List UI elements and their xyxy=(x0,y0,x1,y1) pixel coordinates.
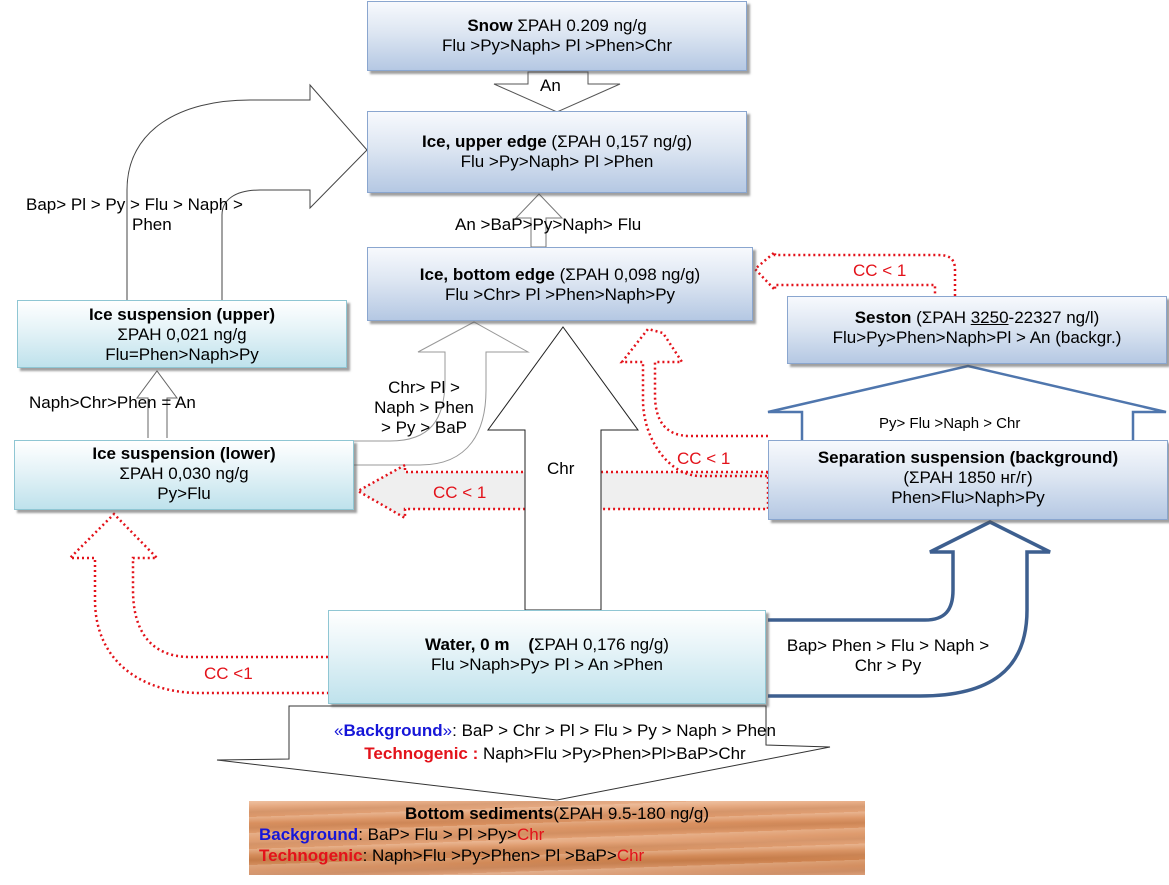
arrow-cc-separation-to-ice-bottom xyxy=(619,327,768,478)
arrow-snow-to-ice-upper xyxy=(493,71,621,113)
water-order: Flu >Naph>Py> Pl > An >Phen xyxy=(430,655,664,674)
seston-sum-suffix: -22327 ng/l) xyxy=(1008,308,1100,327)
arrow-ice-bottom-to-ice-upper xyxy=(514,193,564,248)
flow-label-water-sep-line2: Chr > Py xyxy=(854,656,922,675)
flow-label-water-to-separation: Bap> Phen > Flu > Naph > Chr > Py xyxy=(768,636,1008,676)
node-water: Water, 0 m (ΣPAH 0,176 ng/g) Flu >Naph>P… xyxy=(328,610,766,704)
sediments-bg-tail: Chr xyxy=(516,825,545,844)
arrow-ice-susp-lower-to-upper xyxy=(136,370,178,438)
node-bottom-sediments: Bottom sediments(ΣPAH 9.5-180 ng/g) Back… xyxy=(249,801,865,875)
arrow-cc-water-to-ice-susp-lower xyxy=(66,512,328,695)
arrow-water-to-separation xyxy=(768,520,1051,698)
flow-label-ice-susp-upper-line1: Bap> Pl > Py > Flu > Naph > xyxy=(26,195,243,214)
node-seston: Seston (ΣPAH 3250-22327 ng/l) Flu>Py>Phe… xyxy=(787,296,1167,364)
callout-bg-order: : BaP > Chr > Pl > Flu > Py > Naph > Phe… xyxy=(452,721,776,740)
node-ice-bottom-edge: Ice, bottom edge (ΣPAH 0,098 ng/g) Flu >… xyxy=(367,247,753,321)
seston-sum-underlined: 3250 xyxy=(970,308,1009,327)
cc-label-separation-to-ice-bottom: CC < 1 xyxy=(677,449,731,468)
sediments-sum: (ΣPAH 9.5-180 ng/g) xyxy=(553,804,709,823)
ice-susp-upper-title: Ice suspension (upper) xyxy=(88,305,276,324)
separation-title: Separation suspension (background) xyxy=(817,448,1119,467)
callout-tech-label: Technogenic : xyxy=(364,744,479,763)
ice-upper-order: Flu >Py>Naph> Pl >Phen xyxy=(460,152,654,171)
flow-label-ice-susp-lower-to-upper: Naph>Chr>Phen = An xyxy=(29,393,196,412)
flow-label-snow-to-ice-upper: An xyxy=(540,76,561,95)
node-separation-suspension: Separation suspension (background) (ΣPAH… xyxy=(768,440,1168,520)
flow-label-ice-bottom-to-ice-upper: An >BaP>Py>Naph> Flu xyxy=(455,215,642,234)
node-ice-suspension-upper: Ice suspension (upper) ΣPAH 0,021 ng/g F… xyxy=(17,300,347,368)
flow-label-lower-bottom-line2: Naph > Phen xyxy=(374,398,474,417)
node-snow: Snow ΣPAH 0.209 ng/g Flu >Py>Naph> Pl >P… xyxy=(367,1,747,71)
sediments-tech-tail: Chr xyxy=(616,846,645,865)
callout-bg-label: Background xyxy=(343,721,443,740)
separation-order: Phen>Flu>Naph>Py xyxy=(891,488,1045,507)
arrow-cc-seston-to-ice-bottom xyxy=(753,249,957,296)
ice-upper-sum: (ΣPAH 0,157 ng/g) xyxy=(551,132,693,151)
flow-label-water-sep-line1: Bap> Phen > Flu > Naph > xyxy=(786,636,990,655)
seston-sum-prefix: (ΣPAH xyxy=(916,308,971,327)
ice-bottom-sum: (ΣPAH 0,098 ng/g) xyxy=(559,265,701,284)
water-sum-open: ( xyxy=(528,635,535,654)
callout-shape xyxy=(216,705,831,801)
ice-susp-upper-sum: ΣPAH 0,021 ng/g xyxy=(117,325,247,344)
cc-label-seston-to-ice-bottom: CC < 1 xyxy=(853,261,907,280)
flow-label-ice-susp-upper-line2: Phen xyxy=(132,215,172,234)
arrow-separation-to-seston xyxy=(767,364,1167,440)
ice-bottom-title: Ice, bottom edge xyxy=(419,265,555,284)
flow-label-water-to-ice-bottom: Chr xyxy=(547,459,575,478)
snow-order: Flu >Py>Naph> Pl >Phen>Chr xyxy=(441,36,673,55)
seston-title: Seston xyxy=(854,308,912,327)
snow-title: Snow xyxy=(467,16,513,35)
flow-label-lower-bottom-line1: Chr> Pl > xyxy=(388,378,460,397)
arrow-ice-susp-upper-to-ice-upper xyxy=(126,83,368,300)
node-ice-suspension-lower: Ice suspension (lower) ΣPAH 0,030 ng/g P… xyxy=(14,440,354,510)
ice-susp-lower-title: Ice suspension (lower) xyxy=(92,444,276,463)
sediments-bg-order: : BaP> Flu > Pl >Py> xyxy=(358,825,517,844)
ice-upper-title: Ice, upper edge xyxy=(421,132,547,151)
ice-susp-lower-order: Py>Flu xyxy=(157,484,211,503)
sediments-title: Bottom sediments xyxy=(404,804,554,823)
callout-bg-close: » xyxy=(442,721,453,740)
flow-label-ice-susp-upper-to-ice-upper: Bap> Pl > Py > Flu > Naph > Phen xyxy=(22,195,282,235)
arrow-ice-susp-lower-to-ice-bottom xyxy=(332,321,530,466)
flow-label-lower-bottom-line3: > Py > BaP xyxy=(381,418,467,437)
cc-label-separation-to-ice-susp-lower: CC < 1 xyxy=(433,483,487,502)
flow-label-ice-susp-lower-to-ice-bottom: Chr> Pl > Naph > Phen > Py > BaP xyxy=(358,378,490,438)
ice-susp-lower-sum: ΣPAH 0,030 ng/g xyxy=(119,464,249,483)
ice-susp-upper-order: Flu=Phen>Naph>Py xyxy=(105,345,259,364)
cc-label-water-to-ice-susp-lower: CC <1 xyxy=(204,664,253,683)
separation-sum: (ΣPAH 1850 нг/г) xyxy=(903,468,1033,487)
node-ice-upper-edge: Ice, upper edge (ΣPAH 0,157 ng/g) Flu >P… xyxy=(367,111,747,193)
callout-bg-open: « xyxy=(334,721,344,740)
water-title: Water, 0 m xyxy=(425,635,510,654)
seston-order: Flu>Py>Phen>Naph>Pl > An (backgr.) xyxy=(832,328,1122,347)
ice-bottom-order: Flu >Chr> Pl >Phen>Naph>Py xyxy=(444,285,676,304)
flow-label-separation-to-seston: Py> Flu >Naph > Chr xyxy=(879,415,1021,432)
sediments-bg-label: Background xyxy=(259,825,359,844)
sediments-tech-order: : Naph>Flu >Py>Phen> Pl >BaP> xyxy=(362,846,617,865)
snow-sum: ΣPAH 0.209 ng/g xyxy=(517,16,647,35)
callout-text: «Background»: BaP > Chr > Pl > Flu > Py … xyxy=(289,721,821,764)
callout-tech-order: Naph>Flu >Py>Phen>Pl>BaP>Chr xyxy=(478,744,746,763)
water-sum: ΣPAH 0,176 ng/g) xyxy=(534,635,669,654)
sediments-tech-label: Technogenic xyxy=(259,846,363,865)
arrow-water-to-ice-bottom xyxy=(487,326,639,611)
